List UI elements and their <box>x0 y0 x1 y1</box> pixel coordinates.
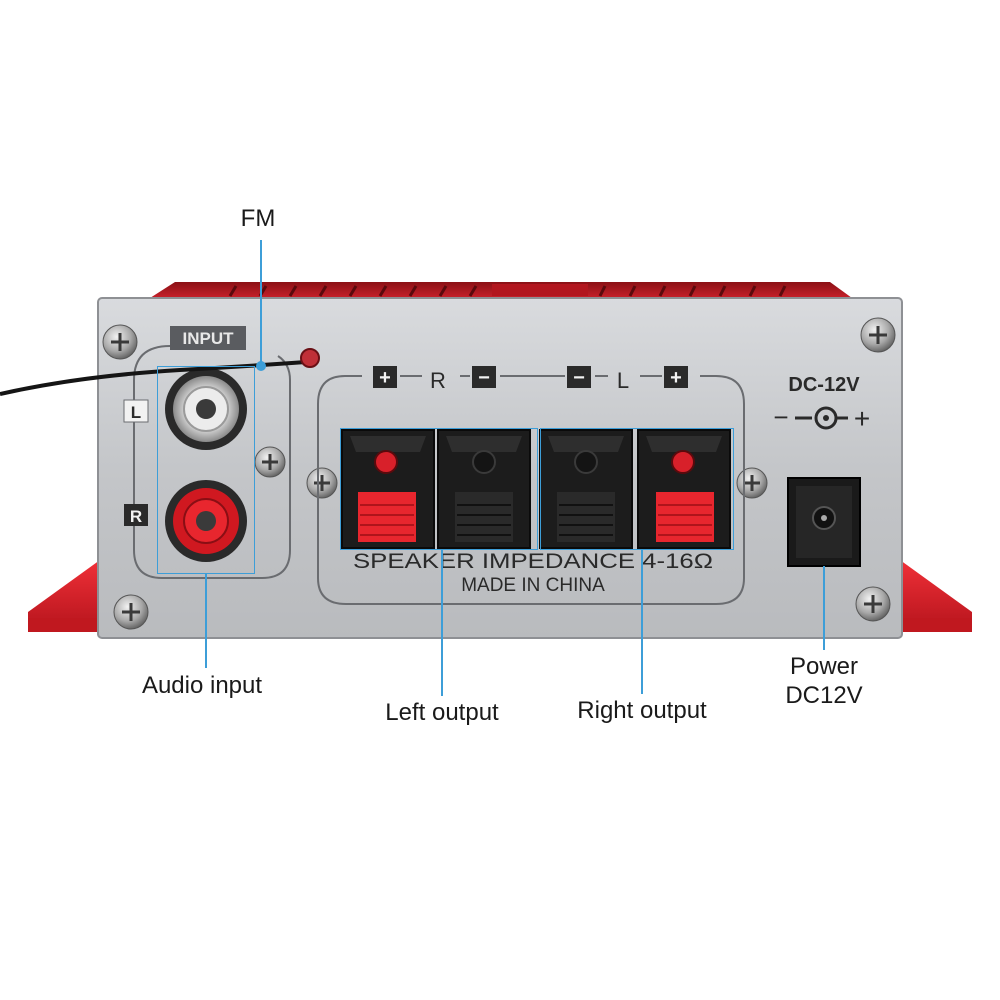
fm-antenna-wire <box>0 360 307 396</box>
power-callout: Power DC12V <box>764 652 884 710</box>
left-output-leader-line <box>441 550 443 696</box>
screw-icon <box>860 317 896 353</box>
svg-text:−: − <box>573 367 585 389</box>
spring-terminal-icon <box>637 429 731 549</box>
channel-r-box <box>124 504 148 526</box>
svg-text:+: + <box>670 367 682 389</box>
left-output-highlight <box>340 428 538 550</box>
fm-antenna-socket <box>300 348 320 368</box>
channel-l-label: L <box>131 403 141 422</box>
polarity-plus-marker: + <box>373 366 397 389</box>
right-output-callout: Right output <box>577 697 707 724</box>
screw-icon <box>855 586 891 622</box>
polarity-minus-marker: − <box>472 366 496 389</box>
made-in-text: MADE IN CHINA <box>461 575 605 596</box>
fm-leader-line <box>260 240 262 366</box>
power-callout-line1: Power <box>789 653 859 680</box>
spring-terminal-icon <box>437 429 531 549</box>
screw-icon <box>736 467 768 499</box>
screw-icon <box>254 446 286 478</box>
right-output-leader-line <box>641 550 643 694</box>
rca-jack-icon <box>165 480 247 562</box>
fm-leader-dot <box>256 361 266 371</box>
svg-text:+: + <box>854 403 870 434</box>
screw-icon <box>113 594 149 630</box>
power-leader-line <box>823 566 825 650</box>
svg-text:−: − <box>478 367 490 389</box>
speaker-frame <box>317 375 745 605</box>
input-frame <box>133 345 291 579</box>
audio-input-callout: Audio input <box>141 672 263 699</box>
polarity-minus-marker: − <box>567 366 591 389</box>
audio-input-leader-line <box>205 574 207 668</box>
group-l-label: L <box>617 368 629 393</box>
left-output-callout: Left output <box>385 699 499 726</box>
dc-polarity-icon: − + <box>773 402 870 434</box>
svg-text:+: + <box>379 367 391 389</box>
screw-icon <box>306 467 338 499</box>
spring-terminal-icon <box>341 429 435 549</box>
chassis-feet <box>28 560 972 632</box>
chassis-top <box>150 282 852 298</box>
spring-terminal-icon <box>539 429 633 549</box>
rca-jack-icon <box>165 368 247 450</box>
screw-icon <box>102 324 138 360</box>
channel-r-label: R <box>130 507 142 526</box>
channel-l-box <box>123 399 149 423</box>
dc-label: DC-12V <box>788 374 860 396</box>
group-r-label: R <box>430 368 446 393</box>
right-output-highlight <box>540 428 734 550</box>
audio-input-highlight <box>157 366 255 574</box>
polarity-plus-marker: + <box>664 366 688 389</box>
dc-jack-icon <box>787 477 861 567</box>
power-callout-line2: DC12V <box>785 682 863 709</box>
input-label: INPUT <box>183 329 235 348</box>
fm-callout: FM <box>240 205 276 232</box>
input-label-box <box>170 326 246 350</box>
svg-text:−: − <box>773 402 788 432</box>
speaker-impedance-text: SPEAKER IMPEDANCE 4-16Ω <box>353 550 713 573</box>
